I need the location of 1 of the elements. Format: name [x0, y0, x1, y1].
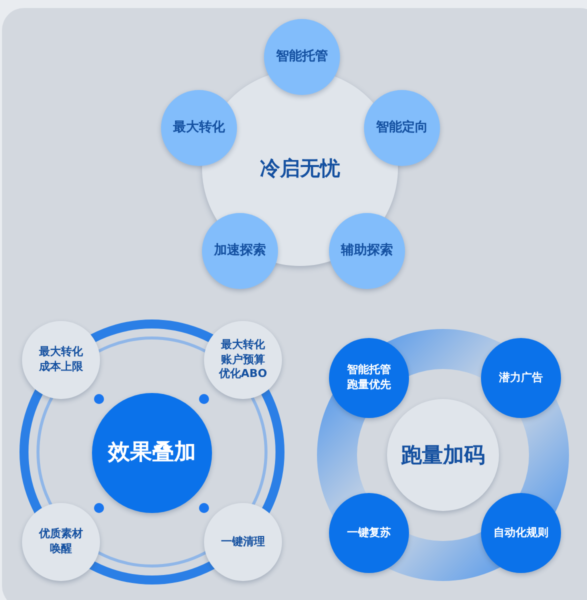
hub-title: 冷启无忧	[258, 153, 342, 183]
